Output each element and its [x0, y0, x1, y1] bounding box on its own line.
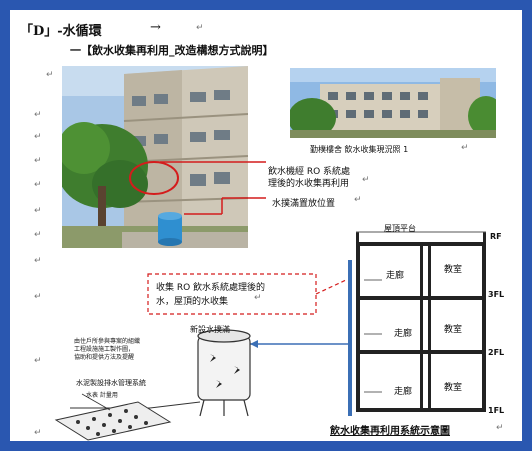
corridor-3f: 走廊	[386, 271, 405, 281]
return-mark: ↵	[254, 293, 262, 303]
small-note-line3: 協助和提供方法及提醒	[74, 354, 135, 361]
dashed-note-line2: 水，屋頂的水收集	[156, 297, 229, 307]
floor-2fl: 2FL	[488, 348, 505, 357]
roof-label: 屋頂平台	[384, 224, 416, 233]
right-photo-caption: 勤樸樓舍 飲水收集現況照 1	[310, 145, 409, 154]
corridor-2f: 走廊	[394, 329, 413, 339]
annotation-tank-location: 水撲滿置放位置	[272, 199, 336, 209]
return-mark: ↵	[34, 292, 42, 302]
section-arrow: →	[150, 20, 161, 35]
corridor-1f: 走廊	[394, 387, 413, 397]
classroom-2f: 教室	[444, 325, 463, 335]
return-mark: ↵	[34, 180, 42, 190]
return-mark: ↵	[34, 230, 42, 240]
return-mark: ↵	[34, 132, 42, 142]
building-photo-illustration	[62, 66, 248, 248]
return-mark: ↵	[34, 206, 42, 216]
return-mark: ↵	[496, 423, 504, 433]
building-section-diagram	[54, 231, 486, 441]
dashed-note-line1: 收集 RO 飲水系統處理後的	[156, 283, 266, 293]
floor-1fl: 1FL	[488, 406, 505, 415]
tank-label: 新設水撲滿	[190, 325, 230, 334]
pipe-label: 水泥製設排水管理系統	[76, 379, 146, 387]
return-mark: ↵	[196, 23, 204, 33]
return-mark: ↵	[34, 428, 42, 438]
return-mark: ↵	[34, 256, 42, 266]
footer-caption: 飲水收集再利用系統示意圖	[330, 426, 450, 437]
return-mark: ↵	[461, 143, 469, 153]
meter-label: 水表 計量用	[86, 392, 118, 399]
return-mark: ↵	[46, 70, 54, 80]
annotation-leaders	[160, 161, 266, 215]
document-page: 「D」-水循環 → ↵ 一【飲水收集再利用_改造構想方式說明】 ↵ ↵ ↵ ↵ …	[10, 10, 522, 441]
classroom-3f: 教室	[444, 265, 463, 275]
return-mark: ↵	[34, 110, 42, 120]
return-mark: ↵	[362, 175, 370, 185]
floor-3fl: 3FL	[488, 290, 505, 299]
building-photo-left	[62, 66, 248, 248]
building-photo-right	[290, 68, 496, 138]
return-mark: ↵	[34, 156, 42, 166]
building-photo-right-illustration	[290, 68, 496, 138]
small-note-line2: 工程設施施工製作圖，	[74, 346, 135, 353]
return-mark: ↵	[354, 195, 362, 205]
classroom-1f: 教室	[444, 383, 463, 393]
small-note-line1: 由住戶所參與專案的組織	[74, 338, 141, 345]
annotation-ro-line2: 理後的水收集再利用	[268, 179, 350, 189]
section-label: 「D」-水循環	[20, 24, 102, 39]
subtitle: 一【飲水收集再利用_改造構想方式說明】	[70, 44, 274, 57]
return-mark: ↵	[34, 356, 42, 366]
floor-rf: RF	[490, 232, 502, 241]
annotation-ro-line1: 飲水機經 RO 系統處	[268, 167, 351, 177]
